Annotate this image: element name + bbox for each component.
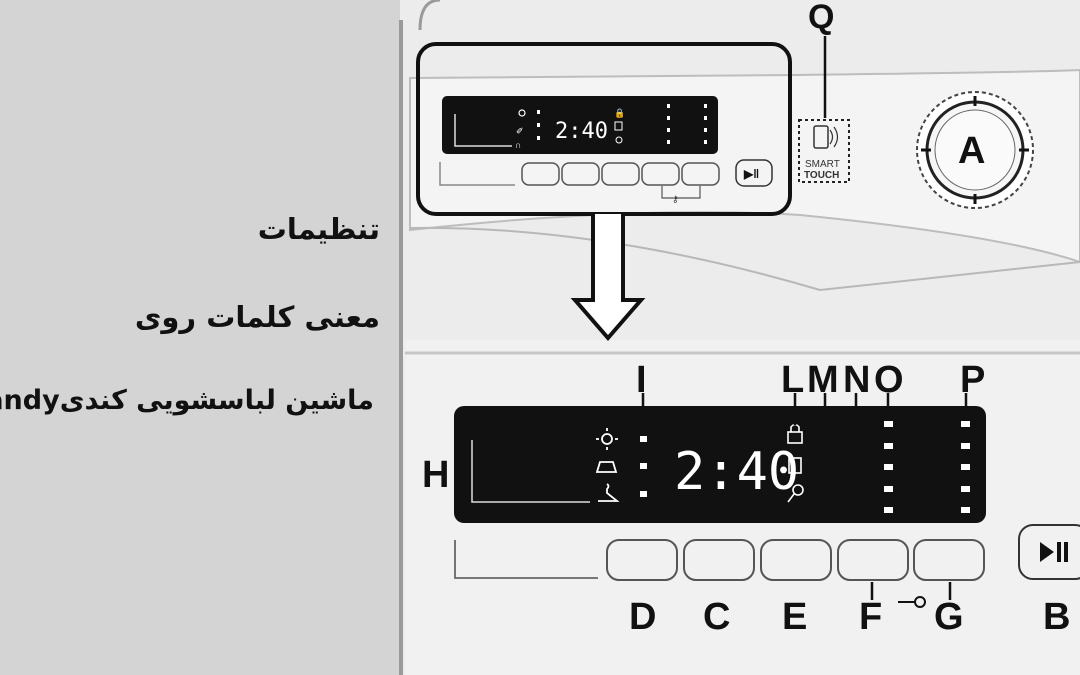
display-bracket: [471, 440, 590, 503]
small-key-icon: [615, 136, 623, 144]
svg-text:▶‖: ▶‖: [743, 167, 759, 181]
small-hanger-icon: ∩: [515, 140, 521, 150]
callout-h: H: [422, 454, 449, 496]
small-iron-icon: ✐: [516, 126, 524, 136]
callout-a: A: [958, 130, 985, 172]
callout-g: G: [934, 596, 964, 638]
led-i-2: [640, 463, 647, 469]
callout-d: D: [629, 596, 656, 638]
sun-icon: [596, 428, 618, 450]
small-lock-icon: 🔒: [614, 108, 625, 118]
led-i-1: [640, 436, 647, 442]
hanger-icon: [598, 483, 620, 502]
child-lock-key-icon: [898, 596, 926, 608]
title-machine: ماشین لباسشویی کندیcandy: [0, 385, 374, 416]
small-time-readout: 2:40: [555, 119, 608, 144]
key-icon: [787, 484, 804, 503]
zoom-arrow: [570, 214, 646, 342]
small-play-pause-button: [735, 159, 773, 187]
smart-touch-area: [798, 119, 850, 183]
callout-n: N: [843, 359, 870, 401]
button-e: [760, 539, 832, 581]
small-display: [442, 96, 718, 154]
callout-i: I: [636, 359, 647, 401]
button-g: [913, 539, 985, 581]
led-i-3: [640, 491, 647, 497]
small-led-column-o: [667, 104, 670, 144]
button-c: [683, 539, 755, 581]
callout-p: P: [960, 359, 985, 401]
play-pause-icon: [1040, 542, 1068, 562]
detergent-icon: [788, 457, 802, 474]
small-led-column-p: [704, 104, 707, 144]
small-detergent-icon: [614, 121, 623, 131]
main-button-row: [606, 539, 985, 581]
callout-q: Q: [808, 0, 834, 36]
button-f: [837, 539, 909, 581]
small-button-row: [521, 162, 720, 186]
svg-text:⚷: ⚷: [672, 194, 679, 204]
callout-e: E: [782, 596, 807, 638]
title-settings: تنظیمات: [257, 212, 380, 246]
button-d: [606, 539, 678, 581]
time-readout: 2:40: [674, 442, 799, 502]
smart-touch-icon: [813, 125, 829, 149]
led-column-o: [884, 421, 893, 513]
callout-l: L: [781, 359, 804, 401]
callout-c: C: [703, 596, 730, 638]
callout-b: B: [1043, 596, 1070, 638]
program-dial: [916, 91, 1034, 209]
callout-m: M: [807, 359, 839, 401]
smart-touch-label-1: SMART: [805, 159, 840, 170]
led-column-p: [961, 421, 970, 513]
title-meaning: معنی کلمات روی: [134, 300, 380, 334]
callout-f: F: [859, 596, 882, 638]
smart-touch-label-2: TOUCH: [804, 170, 839, 181]
iron-icon: [595, 461, 618, 473]
callout-o: O: [874, 359, 904, 401]
button-row-bracket: [454, 540, 598, 579]
small-sun-icon: [518, 109, 526, 117]
